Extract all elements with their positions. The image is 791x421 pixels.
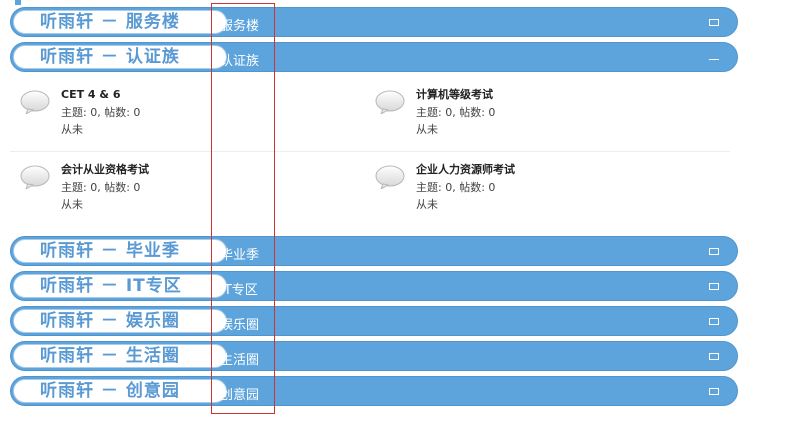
category-title[interactable]: 听雨轩 － 毕业季 bbox=[13, 239, 227, 263]
category-label: 生活圈 bbox=[220, 353, 260, 368]
category-title[interactable]: 听雨轩 － IT专区 bbox=[13, 274, 227, 298]
forum-stats: 主题: 0, 帖数: 0 bbox=[416, 106, 496, 119]
category-bar-certification[interactable]: 听雨轩 － 认证族 认证族 bbox=[10, 42, 738, 72]
category-title[interactable]: 听雨轩 － 生活圈 bbox=[13, 344, 227, 368]
forum-item: CET 4 & 6 主题: 0, 帖数: 0 从未 bbox=[20, 88, 340, 148]
category-label: 服务楼 bbox=[220, 19, 260, 34]
speech-bubble-icon bbox=[20, 90, 50, 114]
forum-last-post: 从未 bbox=[416, 198, 438, 211]
expand-icon[interactable] bbox=[709, 248, 719, 255]
category-label: 毕业季 bbox=[220, 248, 260, 263]
category-title[interactable]: 听雨轩 － 娱乐圈 bbox=[13, 309, 227, 333]
category-label: IT专区 bbox=[220, 283, 258, 298]
category-bar-service[interactable]: 听雨轩 － 服务楼 服务楼 bbox=[10, 7, 738, 37]
speech-bubble-icon bbox=[375, 165, 405, 189]
speech-bubble-icon bbox=[20, 165, 50, 189]
row-divider bbox=[10, 151, 730, 152]
speech-bubble-icon bbox=[375, 90, 405, 114]
category-label: 创意园 bbox=[220, 388, 260, 403]
expand-icon[interactable] bbox=[709, 388, 719, 395]
expand-icon[interactable] bbox=[709, 318, 719, 325]
category-label: 认证族 bbox=[220, 54, 260, 69]
category-title[interactable]: 听雨轩 － 认证族 bbox=[13, 45, 227, 69]
forum-stats: 主题: 0, 帖数: 0 bbox=[61, 106, 141, 119]
forum-last-post: 从未 bbox=[416, 123, 438, 136]
forum-name-link[interactable]: 企业人力资源师考试 bbox=[416, 163, 515, 176]
forum-name-link[interactable]: CET 4 & 6 bbox=[61, 88, 121, 101]
forum-name-link[interactable]: 会计从业资格考试 bbox=[61, 163, 149, 176]
forum-item: 会计从业资格考试 主题: 0, 帖数: 0 从未 bbox=[20, 163, 340, 223]
expand-icon[interactable] bbox=[709, 283, 719, 290]
forum-last-post: 从未 bbox=[61, 198, 83, 211]
forum-item: 计算机等级考试 主题: 0, 帖数: 0 从未 bbox=[375, 88, 695, 148]
forum-stats: 主题: 0, 帖数: 0 bbox=[416, 181, 496, 194]
expand-icon[interactable] bbox=[709, 353, 719, 360]
category-bar-it[interactable]: 听雨轩 － IT专区 IT专区 bbox=[10, 271, 738, 301]
top-tab-decoration bbox=[15, 0, 21, 5]
category-bar-graduation[interactable]: 听雨轩 － 毕业季 毕业季 bbox=[10, 236, 738, 266]
forum-last-post: 从未 bbox=[61, 123, 83, 136]
category-bar-entertainment[interactable]: 听雨轩 － 娱乐圈 娱乐圈 bbox=[10, 306, 738, 336]
category-label: 娱乐圈 bbox=[220, 318, 260, 333]
forum-name-link[interactable]: 计算机等级考试 bbox=[416, 88, 493, 101]
forum-item: 企业人力资源师考试 主题: 0, 帖数: 0 从未 bbox=[375, 163, 695, 223]
category-bar-creative[interactable]: 听雨轩 － 创意园 创意园 bbox=[10, 376, 738, 406]
forum-stats: 主题: 0, 帖数: 0 bbox=[61, 181, 141, 194]
expand-icon[interactable] bbox=[709, 19, 719, 26]
category-title[interactable]: 听雨轩 － 创意园 bbox=[13, 379, 227, 403]
category-bar-life[interactable]: 听雨轩 － 生活圈 生活圈 bbox=[10, 341, 738, 371]
collapse-icon[interactable] bbox=[709, 55, 719, 60]
category-title[interactable]: 听雨轩 － 服务楼 bbox=[13, 10, 227, 34]
